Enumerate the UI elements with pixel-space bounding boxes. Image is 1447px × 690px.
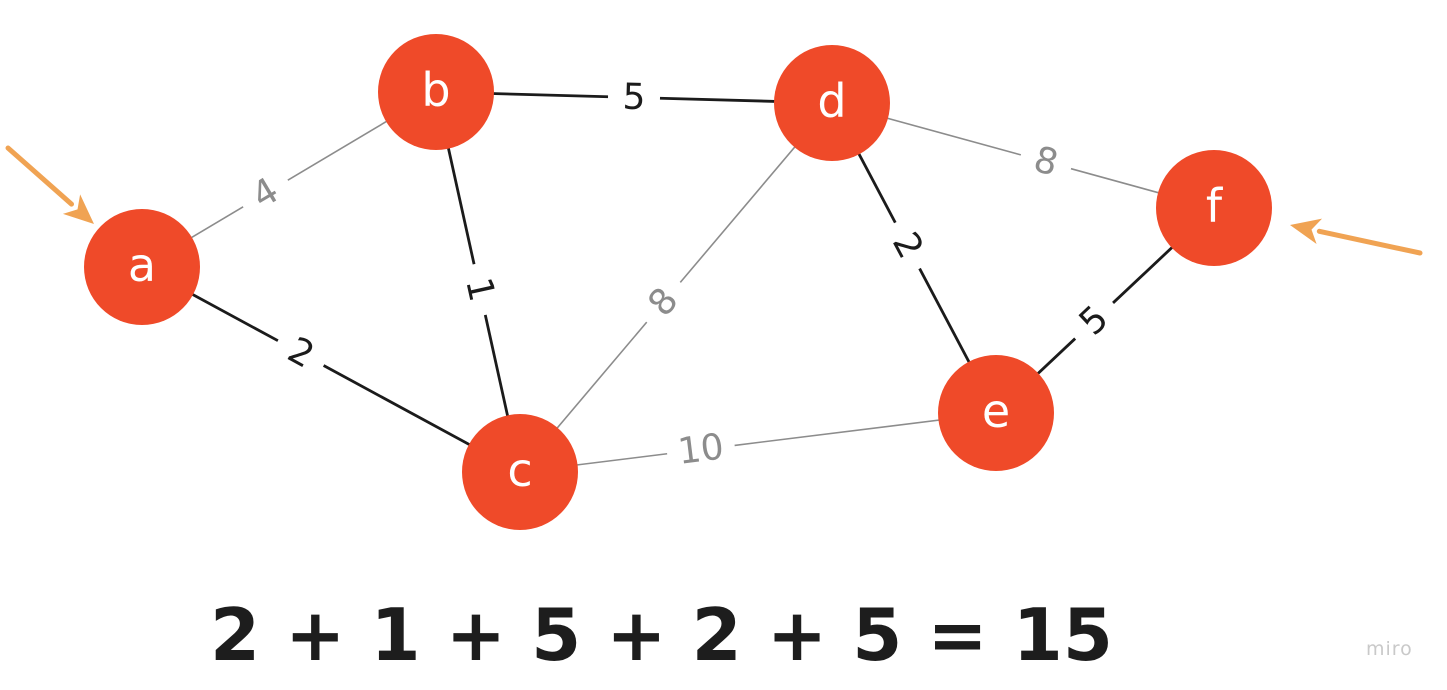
end-arrow-icon [1290,218,1423,256]
arrow-shaft [5,145,75,207]
edge-weight-label: 4 [245,170,286,217]
node-c: c [462,414,578,530]
edge-weight-label: 2 [281,330,321,377]
edge-c-e: 10 [519,412,997,473]
arrow-head [1290,218,1323,245]
edge-weight-label: 8 [1029,139,1062,185]
edge-weight-label: 5 [1072,298,1117,344]
edge-weight-label: 8 [640,280,686,324]
node-f: f [1156,150,1272,266]
node-circle [774,45,890,161]
node-circle [462,414,578,530]
node-label: a [128,238,156,292]
edge-b-c: 1 [434,91,522,473]
node-label: c [507,443,532,497]
edge-c-d: 8 [519,102,833,473]
node-circle [84,209,200,325]
arrow-shaft [1316,228,1423,256]
node-label: d [817,74,846,128]
arrows-layer [5,145,1423,256]
edge-weight-label: 5 [622,77,646,119]
node-circle [378,34,494,150]
edge-d-f: 8 [831,102,1215,209]
node-label: e [982,384,1010,438]
edge-weight-label: 1 [457,274,502,305]
node-circle [1156,150,1272,266]
node-label: f [1206,179,1224,233]
edge-weight-label: 2 [884,226,931,265]
node-e: e [938,355,1054,471]
node-label: b [421,63,450,117]
path-sum-equation: 2 + 1 + 5 + 2 + 5 = 15 [210,593,1113,677]
node-a: a [84,209,200,325]
nodes-layer: a b c d e f [84,34,1272,530]
edge-b-d: 5 [435,77,833,119]
arrow-head [62,194,94,224]
start-arrow-icon [5,145,94,224]
node-b: b [378,34,494,150]
node-d: d [774,45,890,161]
miro-watermark: miro [1366,638,1413,660]
edge-weight-label: 10 [676,426,727,472]
node-circle [938,355,1054,471]
